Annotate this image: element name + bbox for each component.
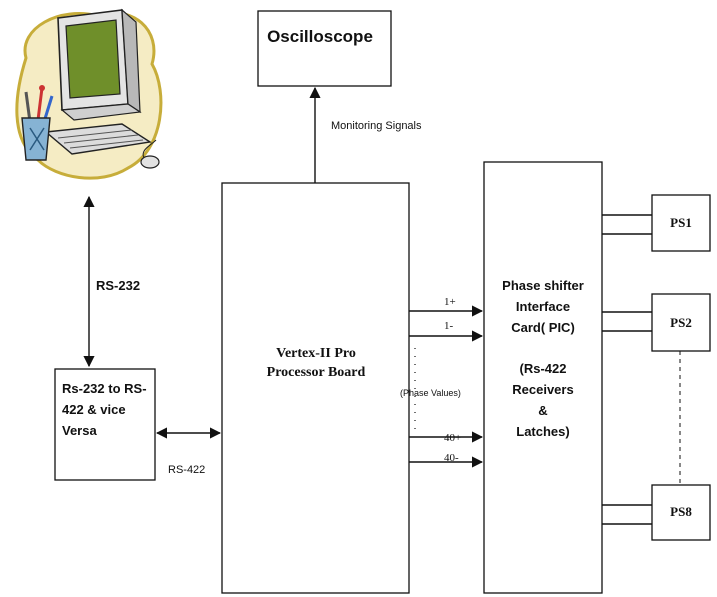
pic-label-line6: &: [538, 403, 547, 418]
processor-board-label-line1: Vertex-II Pro: [276, 346, 356, 361]
phase-value-lines: 1+ 1- (Phase Values) 40+ 40-: [400, 296, 482, 464]
pic-label-line1: Phase shifter: [502, 278, 584, 293]
phase-shifter-interface-card-block: [484, 162, 602, 593]
pic-label-line2: Interface: [516, 299, 570, 314]
pic-label-line4: (Rs-422: [520, 361, 567, 376]
line-1-minus-label: 1-: [444, 320, 454, 332]
line-40-minus-label: 40-: [444, 452, 459, 464]
pic-label-line3: Card( PIC): [511, 320, 575, 335]
line-1-plus-label: 1+: [444, 296, 456, 308]
desktop-computer-icon: [17, 10, 161, 178]
pic-to-ps-wires: [602, 215, 680, 524]
rs232-label: RS-232: [96, 278, 140, 293]
pic-label-line5: Receivers: [512, 382, 573, 397]
pic-label-line7: Latches): [516, 424, 569, 439]
oscilloscope-block: [258, 11, 391, 86]
phase-values-label: (Phase Values): [400, 388, 461, 398]
ps2-label: PS2: [670, 315, 692, 330]
rs422-label: RS-422: [168, 464, 205, 476]
ps8-label: PS8: [670, 504, 692, 519]
processor-board-block: [222, 183, 409, 593]
processor-board-label-line2: Processor Board: [267, 365, 366, 380]
converter-label-line3: Versa: [62, 423, 97, 438]
monitoring-signals-label: Monitoring Signals: [331, 120, 422, 132]
monitor: [58, 10, 140, 120]
line-40-plus-label: 40+: [444, 432, 461, 444]
oscilloscope-label: Oscilloscope: [267, 27, 373, 46]
converter-label-line2: 422 & vice: [62, 402, 126, 417]
converter-label-line1: Rs-232 to RS-: [62, 381, 147, 396]
ps1-label: PS1: [670, 215, 692, 230]
